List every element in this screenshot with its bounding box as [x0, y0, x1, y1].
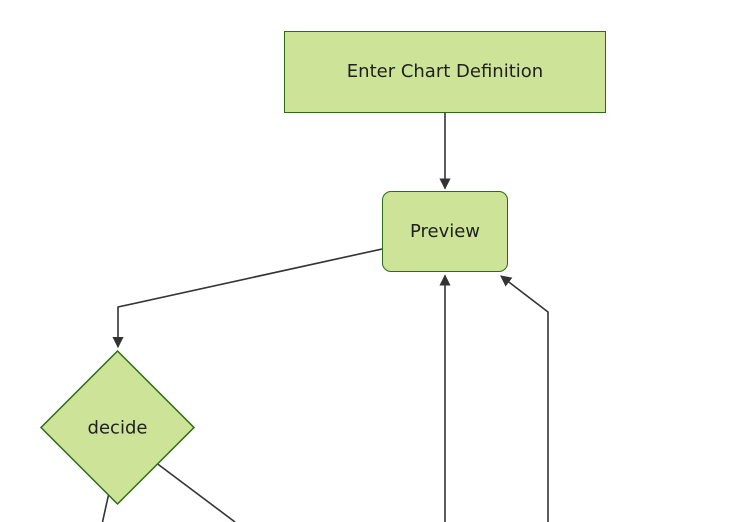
- edge-decide-to-bottomright: [154, 461, 236, 522]
- edge-bottomright-to-preview: [500, 275, 549, 522]
- node-preview-label: Preview: [409, 220, 481, 242]
- edge-decide-to-bottomleft: [101, 494, 110, 522]
- node-decide-label: decide: [87, 417, 148, 438]
- node-enter-chart-definition-label: Enter Chart Definition: [346, 61, 544, 83]
- edge-preview-to-decide: [112, 248, 383, 349]
- node-enter-chart-definition: Enter Chart Definition: [284, 31, 606, 113]
- node-preview: Preview: [382, 191, 508, 272]
- node-decide: [39, 349, 196, 506]
